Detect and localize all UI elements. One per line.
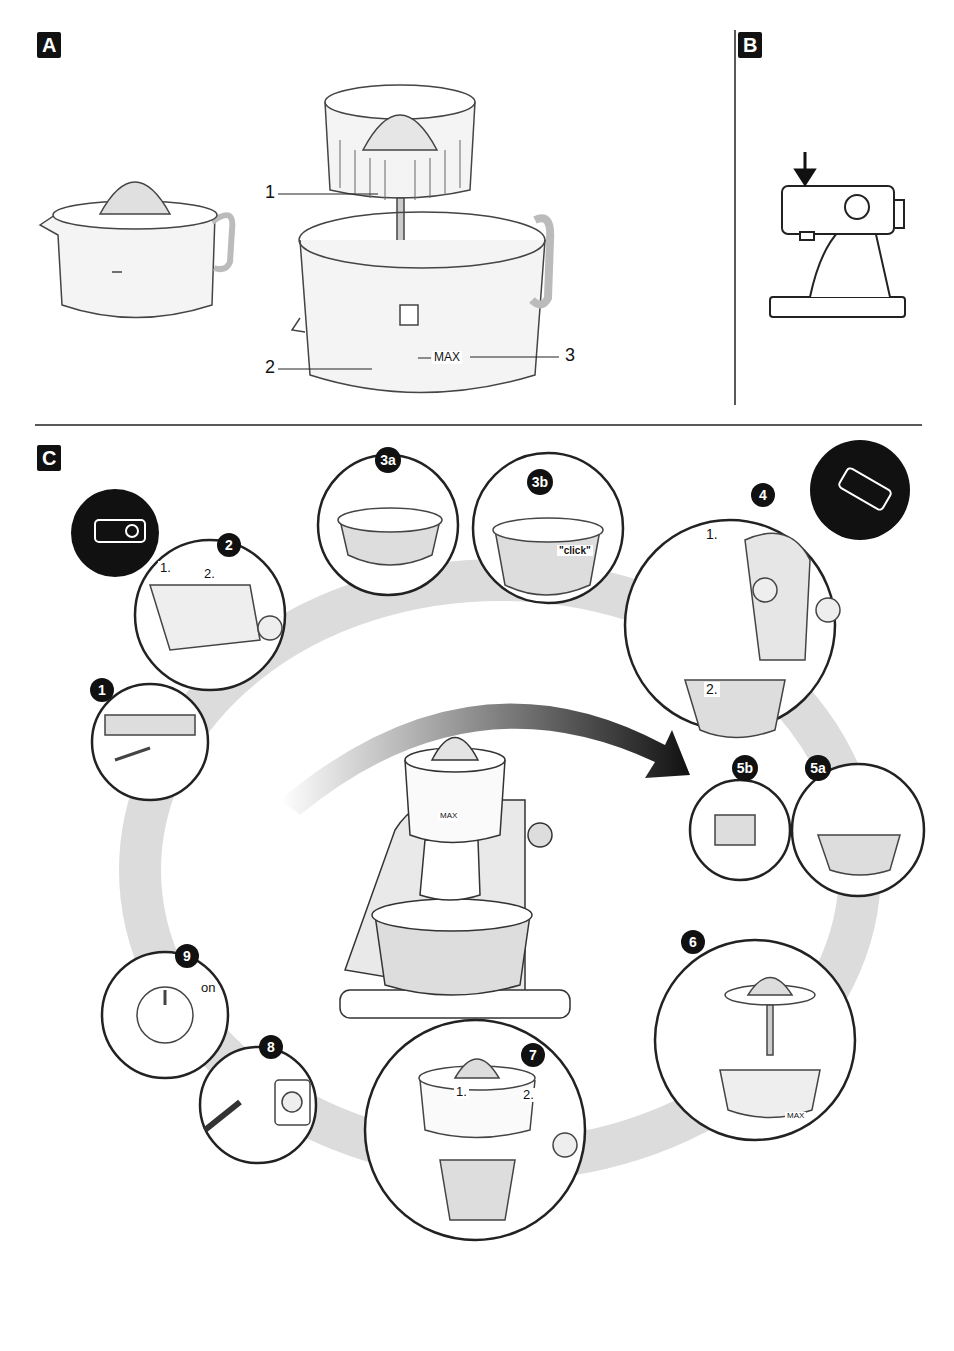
icon-circle xyxy=(810,440,910,540)
callout-number: 3 xyxy=(563,346,577,366)
jug xyxy=(292,212,550,393)
node-text: 6 xyxy=(689,935,697,949)
step-number: 5b xyxy=(732,755,758,781)
callout-number: 2 xyxy=(263,358,277,378)
node-text: 9 xyxy=(183,949,191,963)
kitchen-machine xyxy=(770,186,905,317)
label: on xyxy=(199,981,217,995)
label: "click" xyxy=(557,545,593,556)
label: 2. xyxy=(704,682,720,697)
step-detail xyxy=(105,508,900,1220)
label: 2. xyxy=(521,1088,536,1102)
label: MAX xyxy=(785,1112,806,1121)
step-number: 3b xyxy=(527,469,553,495)
step-number: 2 xyxy=(217,533,241,557)
icon xyxy=(95,467,892,542)
node-text: 5a xyxy=(810,761,826,775)
label: 2. xyxy=(202,567,217,581)
step-number: 8 xyxy=(259,1035,283,1059)
panel-letter: A xyxy=(37,32,61,58)
juicer-jug xyxy=(40,182,232,318)
step-number: 6 xyxy=(681,930,705,954)
reamer xyxy=(325,85,475,253)
step-number: 7 xyxy=(521,1043,545,1067)
label: MAX xyxy=(438,812,459,821)
step-number: 5a xyxy=(805,755,831,781)
label: 1. xyxy=(454,1085,469,1099)
node-text: 2 xyxy=(225,538,233,552)
step-number: 1 xyxy=(90,678,114,702)
divider xyxy=(734,30,736,405)
icon-circle xyxy=(71,489,159,577)
node-text: 5b xyxy=(737,761,753,775)
node-text: 3b xyxy=(532,475,548,489)
panel-letter: B xyxy=(738,32,762,58)
arrow xyxy=(796,152,814,184)
step-number: 4 xyxy=(751,483,775,507)
node-text: B xyxy=(743,35,757,55)
leader-line xyxy=(278,194,559,369)
node-text: A xyxy=(42,35,56,55)
label: 1. xyxy=(158,561,173,575)
label: MAX xyxy=(432,351,462,364)
node-text: C xyxy=(42,448,56,468)
step-number: 3a xyxy=(375,447,401,473)
step-number: 9 xyxy=(175,944,199,968)
divider xyxy=(35,424,922,426)
node-text: 8 xyxy=(267,1040,275,1054)
kitchen-machine xyxy=(340,738,570,1019)
node-text: 4 xyxy=(759,488,767,502)
callout-number: 1 xyxy=(263,183,277,203)
node-text: 1 xyxy=(98,683,106,697)
node-text: 3a xyxy=(380,453,396,467)
node-text: 7 xyxy=(529,1048,537,1062)
step-circle xyxy=(92,453,924,1240)
panel-letter: C xyxy=(37,445,61,471)
label: 1. xyxy=(704,527,720,542)
